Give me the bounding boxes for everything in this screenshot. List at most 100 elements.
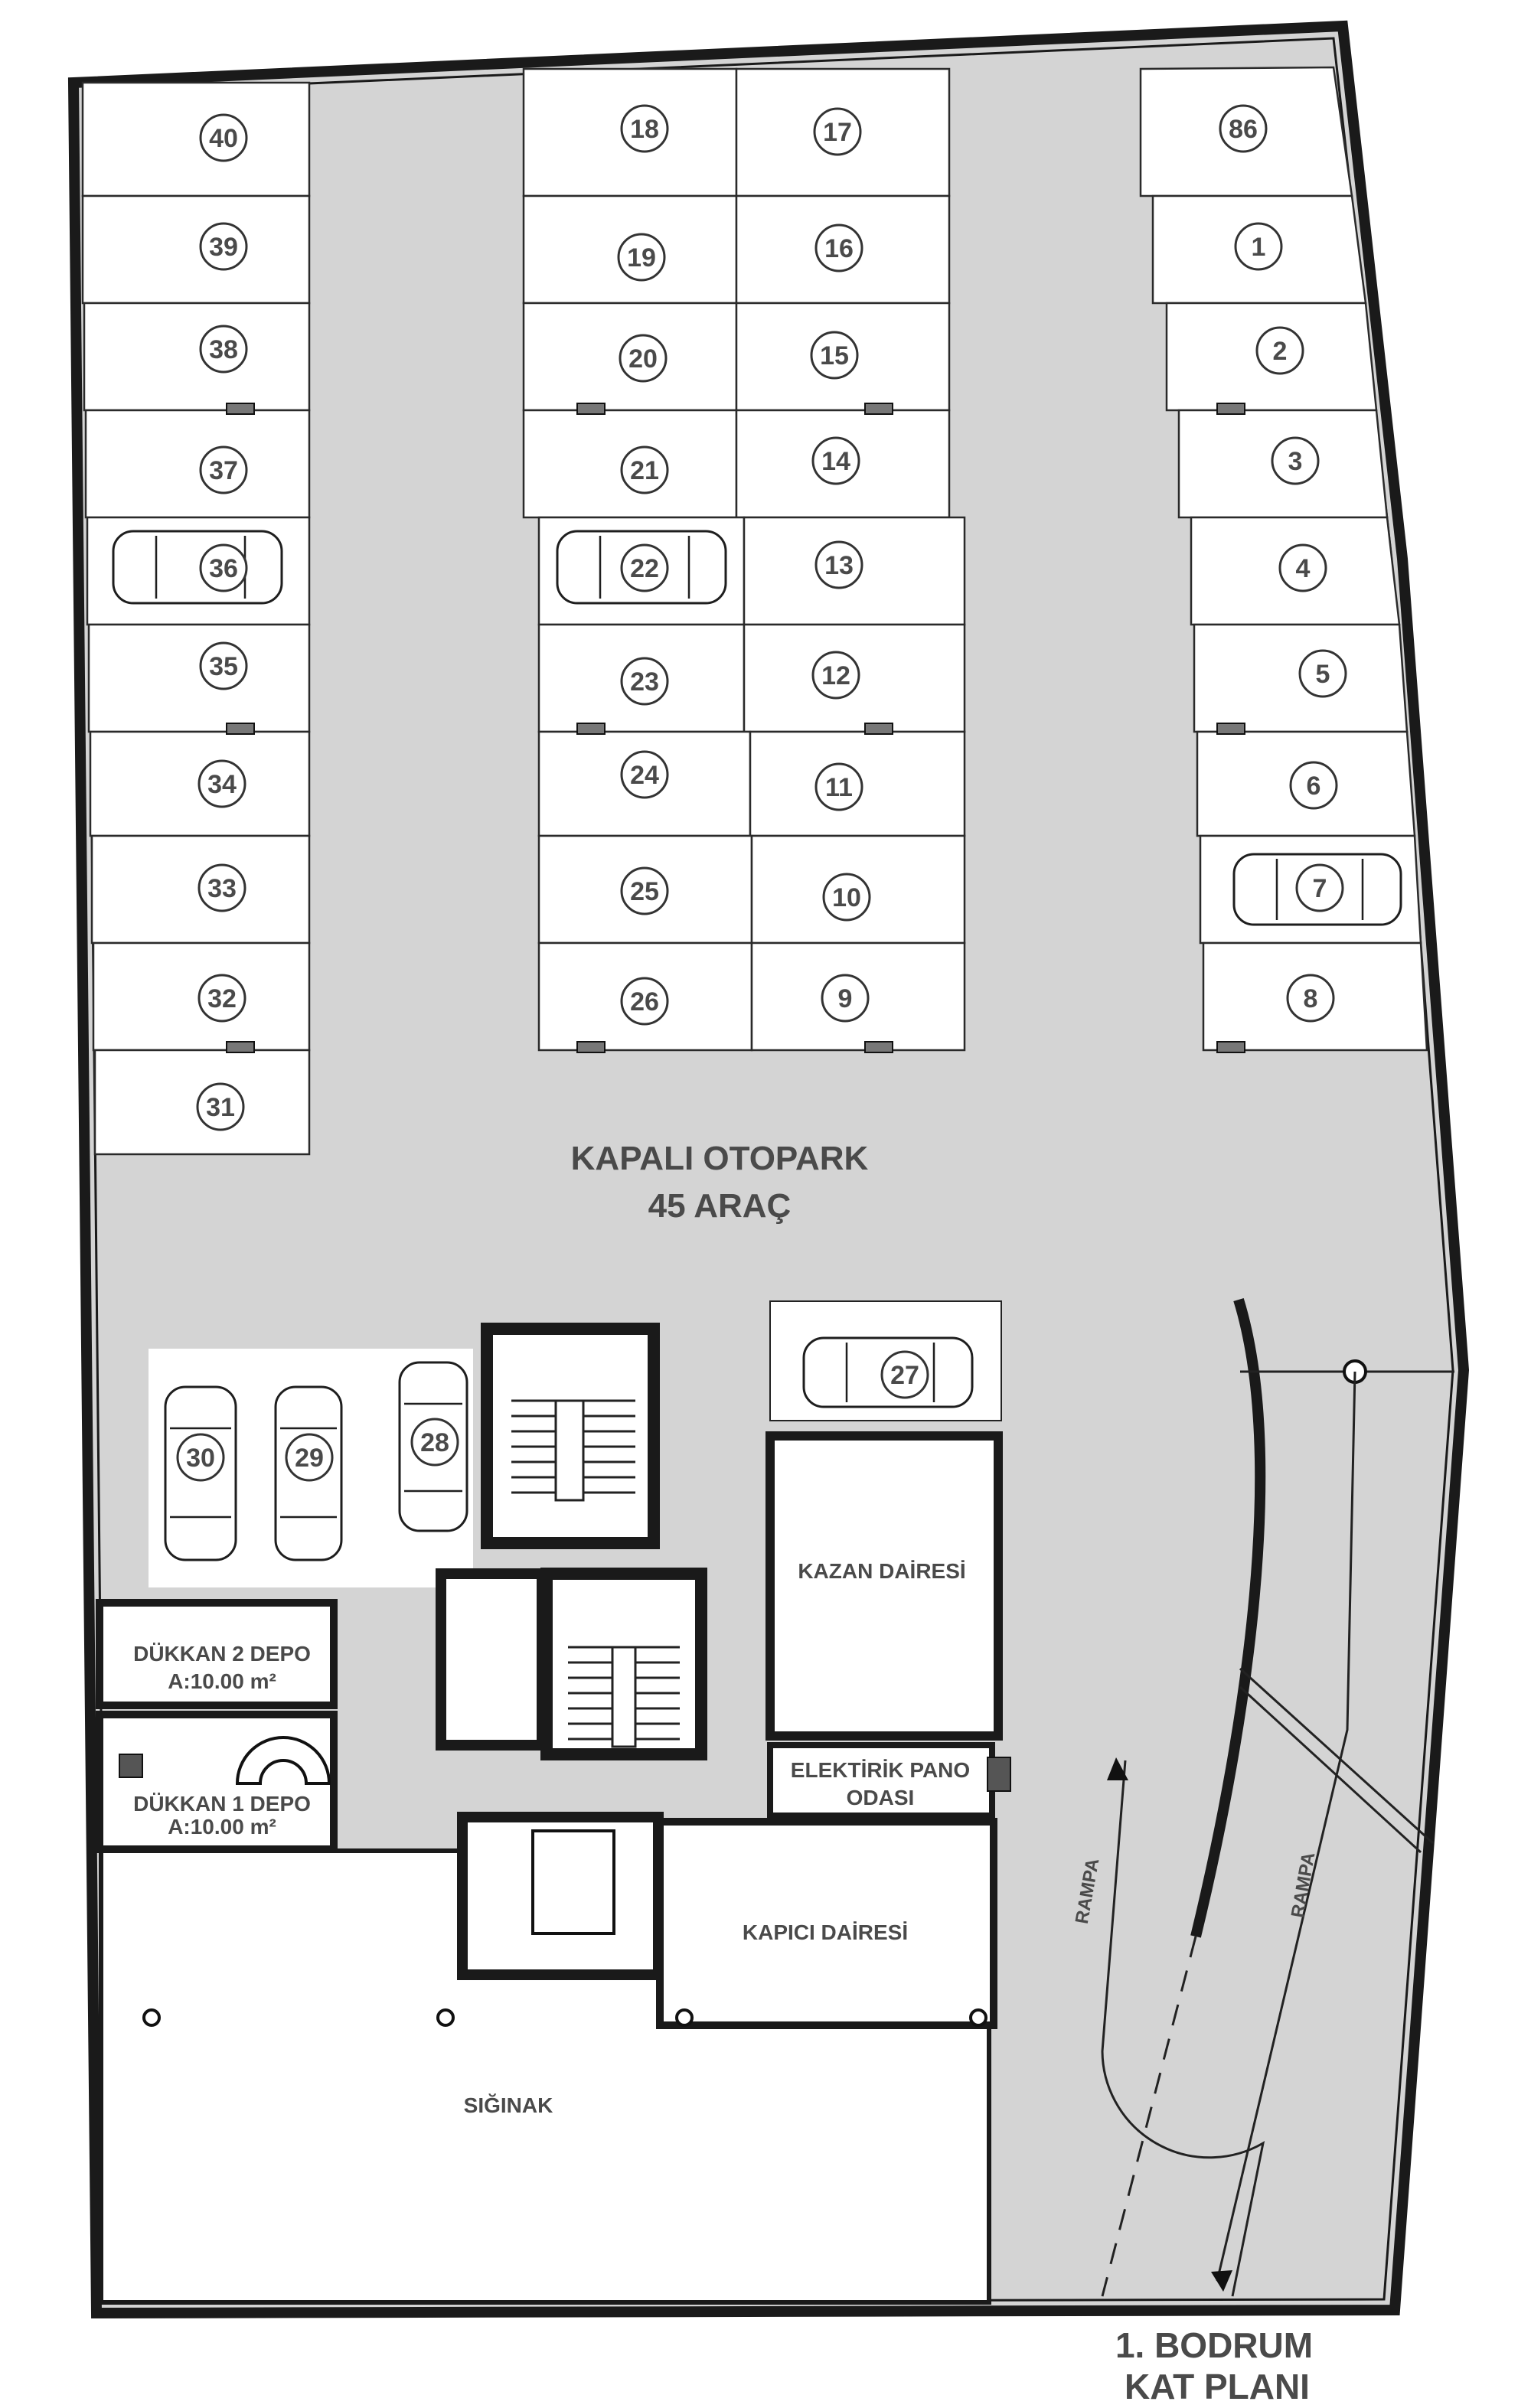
spot-number-2: 2 bbox=[1255, 326, 1304, 375]
spot-number-10: 10 bbox=[822, 873, 871, 922]
spot-number-35: 35 bbox=[199, 641, 248, 690]
spot-number-34: 34 bbox=[197, 759, 246, 808]
spot-number-6: 6 bbox=[1289, 761, 1338, 810]
parking-spot-35 bbox=[87, 623, 311, 733]
label-elektrik-pano-2: ODASI bbox=[847, 1786, 915, 1809]
svg-text:18: 18 bbox=[630, 115, 659, 144]
spot-number-40: 40 bbox=[199, 113, 248, 162]
svg-text:8: 8 bbox=[1304, 984, 1318, 1013]
spot-number-13: 13 bbox=[814, 540, 863, 589]
spot-number-25: 25 bbox=[620, 866, 669, 915]
left-parking-column bbox=[81, 81, 311, 1156]
svg-text:1: 1 bbox=[1252, 233, 1266, 262]
elevator-core bbox=[436, 1568, 547, 1751]
spot-number-86: 86 bbox=[1219, 104, 1268, 153]
svg-text:29: 29 bbox=[295, 1444, 324, 1473]
car-icon bbox=[112, 530, 283, 605]
svg-text:22: 22 bbox=[630, 554, 659, 583]
spot-number-5: 5 bbox=[1298, 649, 1347, 698]
spot-number-28: 28 bbox=[410, 1418, 459, 1467]
parking-spot-40 bbox=[81, 81, 311, 197]
svg-text:30: 30 bbox=[186, 1444, 215, 1473]
room-elektrik-pano bbox=[767, 1742, 995, 1819]
label-kapici-dairesi: KAPICI DAİRESİ bbox=[743, 1920, 908, 1944]
svg-text:10: 10 bbox=[832, 883, 861, 912]
spot-number-23: 23 bbox=[620, 657, 669, 706]
svg-text:9: 9 bbox=[838, 984, 853, 1013]
spot-number-31: 31 bbox=[196, 1082, 245, 1131]
svg-text:11: 11 bbox=[825, 773, 853, 802]
svg-text:13: 13 bbox=[824, 551, 854, 580]
spot-number-21: 21 bbox=[620, 445, 669, 494]
label-elektrik-pano-1: ELEKTİRİK PANO bbox=[791, 1758, 970, 1782]
svg-text:25: 25 bbox=[630, 877, 659, 906]
svg-text:86: 86 bbox=[1229, 115, 1258, 144]
label-dukkan-2-line1: DÜKKAN 2 DEPO bbox=[133, 1642, 311, 1666]
spot-number-1: 1 bbox=[1234, 222, 1283, 271]
plan-title-line1: 1. BODRUM bbox=[1115, 2325, 1313, 2365]
parking-spot-39 bbox=[81, 194, 311, 305]
svg-text:17: 17 bbox=[823, 118, 852, 147]
parking-spot-38 bbox=[83, 302, 311, 412]
svg-text:7: 7 bbox=[1313, 874, 1327, 903]
svg-text:34: 34 bbox=[207, 770, 237, 799]
spot-number-19: 19 bbox=[617, 233, 666, 282]
svg-text:28: 28 bbox=[420, 1428, 449, 1457]
spiral-stair-icon bbox=[235, 1736, 331, 1785]
spot-number-17: 17 bbox=[813, 107, 862, 156]
spot-number-16: 16 bbox=[814, 224, 863, 272]
spot-number-33: 33 bbox=[197, 863, 246, 912]
core-area bbox=[96, 1300, 1011, 2305]
svg-text:26: 26 bbox=[630, 987, 659, 1016]
svg-text:4: 4 bbox=[1296, 554, 1311, 583]
spot-number-9: 9 bbox=[821, 974, 870, 1023]
svg-text:35: 35 bbox=[209, 652, 238, 681]
spot-number-22: 22 bbox=[620, 543, 669, 592]
labels: KAPALI OTOPARK 45 ARAÇ KAZAN DAİRESİ ELE… bbox=[133, 1140, 1319, 2406]
svg-text:24: 24 bbox=[630, 761, 659, 790]
svg-text:32: 32 bbox=[207, 984, 237, 1013]
spot-number-20: 20 bbox=[619, 334, 668, 383]
svg-text:6: 6 bbox=[1307, 772, 1321, 801]
spot-number-8: 8 bbox=[1286, 974, 1335, 1023]
svg-text:16: 16 bbox=[824, 234, 854, 263]
main-title: KAPALI OTOPARK bbox=[571, 1140, 869, 1177]
svg-text:20: 20 bbox=[628, 344, 658, 374]
svg-text:39: 39 bbox=[209, 233, 238, 262]
room-kazan-dairesi bbox=[766, 1431, 1003, 1741]
svg-text:14: 14 bbox=[821, 447, 850, 476]
label-dukkan-1-line1: DÜKKAN 1 DEPO bbox=[133, 1792, 311, 1816]
stair-treads-upper bbox=[511, 1399, 635, 1502]
svg-text:40: 40 bbox=[209, 124, 238, 153]
stair-treads-lower bbox=[568, 1646, 680, 1748]
spot-number-3: 3 bbox=[1271, 436, 1320, 485]
svg-text:19: 19 bbox=[627, 243, 656, 272]
spot-number-37: 37 bbox=[199, 445, 248, 494]
middle-top-parking bbox=[522, 67, 951, 519]
spot-number-4: 4 bbox=[1278, 543, 1327, 592]
svg-text:33: 33 bbox=[207, 874, 237, 903]
svg-text:15: 15 bbox=[820, 341, 849, 370]
spot-number-24: 24 bbox=[620, 750, 669, 799]
svg-text:37: 37 bbox=[209, 456, 238, 485]
ramp bbox=[1101, 1297, 1454, 2297]
spot-number-18: 18 bbox=[620, 104, 669, 153]
svg-text:36: 36 bbox=[209, 554, 238, 583]
spot-number-14: 14 bbox=[811, 436, 860, 485]
building-outline bbox=[67, 20, 1470, 2319]
svg-text:27: 27 bbox=[890, 1361, 919, 1390]
spot-number-26: 26 bbox=[620, 977, 669, 1026]
spot-number-12: 12 bbox=[811, 651, 860, 700]
spot-numbers: 40 39 38 37 36 35 34 33 32 31 18 17 19 1… bbox=[176, 104, 1347, 1482]
svg-text:31: 31 bbox=[206, 1093, 235, 1122]
spot-number-32: 32 bbox=[197, 974, 246, 1023]
room-dukkan-2-depo bbox=[96, 1599, 338, 1709]
main-subtitle: 45 ARAÇ bbox=[648, 1187, 792, 1225]
svg-text:3: 3 bbox=[1288, 447, 1303, 476]
parking-spot-13 bbox=[743, 516, 966, 626]
spot-number-36: 36 bbox=[199, 543, 248, 592]
svg-text:38: 38 bbox=[209, 335, 238, 364]
svg-text:2: 2 bbox=[1273, 337, 1288, 366]
spot-number-29: 29 bbox=[285, 1433, 334, 1482]
